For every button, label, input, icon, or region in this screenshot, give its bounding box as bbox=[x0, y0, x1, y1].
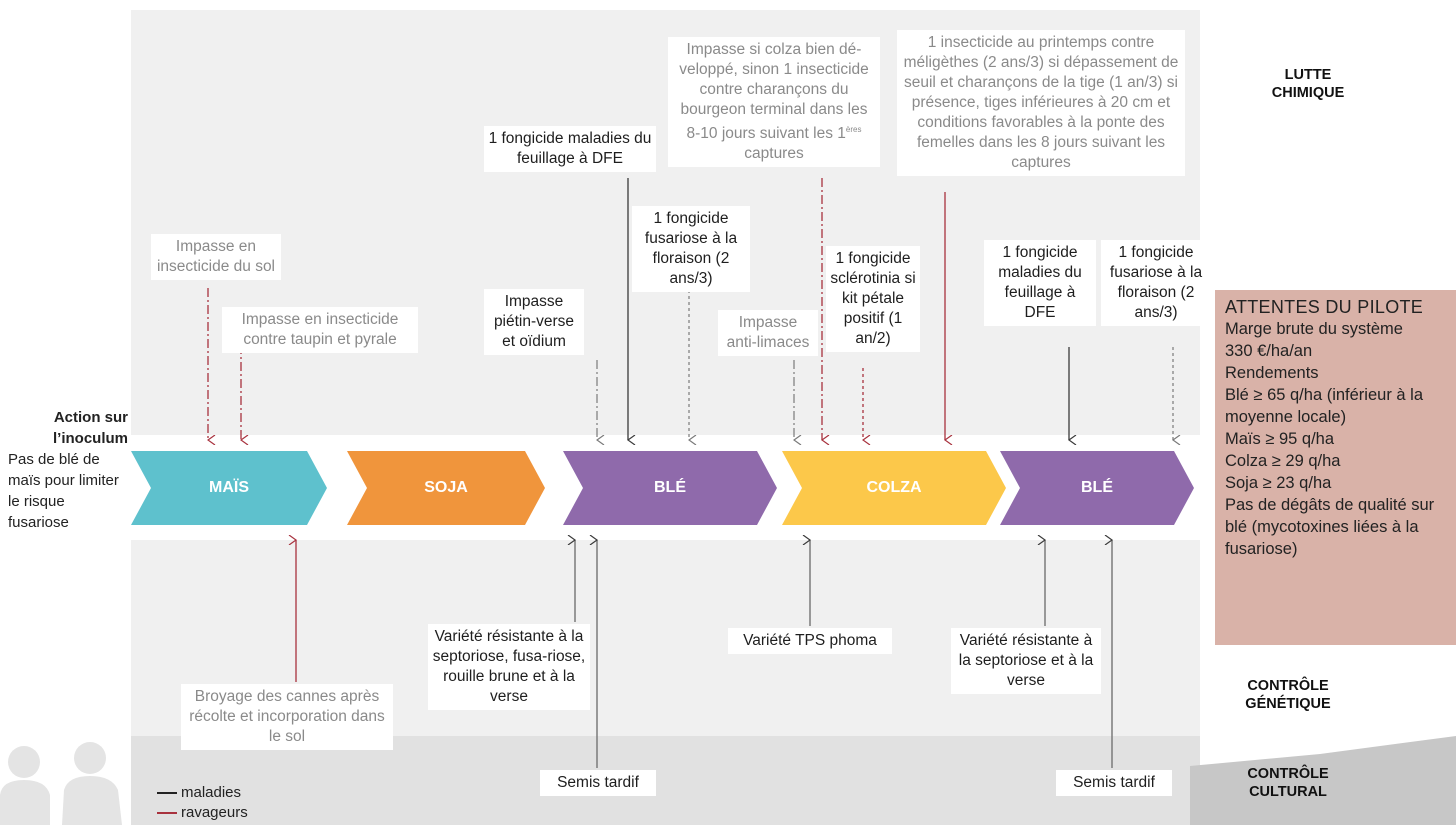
pilot-title: ATTENTES DU PILOTE bbox=[1225, 297, 1424, 317]
impasse-colza-superscript: ères bbox=[845, 125, 862, 134]
box-broyage: Broyage des cannes après récolte et inco… bbox=[181, 684, 393, 750]
label-controle-cultural: CONTRÔLE CULTURAL bbox=[1247, 766, 1329, 800]
box-fongicide-fusariose-2: 1 fongicide fusariose à la floraison (2 … bbox=[1101, 240, 1211, 326]
label-controle-genetique: CONTRÔLE GÉNÉTIQUE bbox=[1245, 678, 1331, 712]
label-lutte-chimique: LUTTE CHIMIQUE bbox=[1271, 67, 1345, 101]
corner-decoration bbox=[1190, 736, 1456, 825]
box-impasse-sol: Impasse en insecticide du sol bbox=[151, 234, 281, 280]
impasse-colza-text: Impasse si colza bien dé-veloppé, sinon … bbox=[679, 41, 869, 143]
impasse-colza-text-end: captures bbox=[744, 145, 804, 163]
crop-label: BLÉ bbox=[1081, 479, 1113, 496]
legend: maladies ravageurs bbox=[157, 783, 248, 823]
pilot-line: Rendements bbox=[1225, 364, 1319, 382]
legend-ravageurs-swatch bbox=[157, 812, 177, 814]
inoculum-note: Action sur l’inoculum Pas de blé de maïs… bbox=[8, 407, 128, 533]
pilot-line: Soja ≥ 23 q/ha bbox=[1225, 474, 1332, 492]
crop-soja: SOJA bbox=[347, 451, 545, 525]
crop-label: SOJA bbox=[424, 479, 468, 496]
box-fongicide-feuillage-1: 1 fongicide maladies du feuillage à DFE bbox=[484, 126, 656, 172]
legend-ravageurs-label: ravageurs bbox=[181, 804, 248, 821]
inoculum-text: Pas de blé de maïs pour limiter le risqu… bbox=[8, 451, 119, 531]
box-impasse-limaces: Impasse anti-limaces bbox=[718, 310, 818, 356]
pilot-line: Maïs ≥ 95 q/ha bbox=[1225, 430, 1335, 448]
box-semis-2: Semis tardif bbox=[1056, 770, 1172, 796]
box-insecticide-printemps: 1 insecticide au printemps contre méligè… bbox=[897, 30, 1185, 176]
crop-label: MAÏS bbox=[209, 479, 249, 496]
box-variete-colza: Variété TPS phoma bbox=[728, 628, 892, 654]
pilot-expectations: ATTENTES DU PILOTE Marge brute du systèm… bbox=[1215, 290, 1456, 645]
crop-colza: COLZA bbox=[782, 451, 1006, 525]
legend-ravageurs: ravageurs bbox=[157, 803, 248, 823]
box-impasse-taupin: Impasse en insecticide contre taupin et … bbox=[222, 307, 418, 353]
box-fongicide-feuillage-2: 1 fongicide maladies du feuillage à DFE bbox=[984, 240, 1096, 326]
crop-mais: MAÏS bbox=[131, 451, 327, 525]
crop-label: BLÉ bbox=[654, 479, 686, 496]
crop-ble-1: BLÉ bbox=[563, 451, 777, 525]
crop-ble-2: BLÉ bbox=[1000, 451, 1194, 525]
pilot-line: Blé ≥ 65 q/ha (inférieur à la moyenne lo… bbox=[1225, 386, 1423, 426]
legend-maladies: maladies bbox=[157, 783, 248, 803]
box-semis-1: Semis tardif bbox=[540, 770, 656, 796]
box-variete-ble-2: Variété résistante à la septoriose et à … bbox=[951, 628, 1101, 694]
legend-maladies-label: maladies bbox=[181, 784, 242, 801]
people-silhouette-icon bbox=[0, 742, 122, 825]
cultural-control-band bbox=[131, 736, 1200, 825]
box-fongicide-fusariose-1: 1 fongicide fusariose à la floraison (2 … bbox=[632, 206, 750, 292]
box-variete-ble-1: Variété résistante à la septoriose, fusa… bbox=[428, 624, 590, 710]
inoculum-title: Action sur l’inoculum bbox=[53, 409, 128, 447]
box-impasse-colza: Impasse si colza bien dé-veloppé, sinon … bbox=[668, 37, 880, 168]
crop-label: COLZA bbox=[866, 479, 922, 496]
box-impasse-pietin: Impasse piétin-verse et oïdium bbox=[484, 289, 584, 355]
pilot-line: Marge brute du système bbox=[1225, 320, 1403, 338]
box-sclerotinia: 1 fongicide sclérotinia si kit pétale po… bbox=[826, 246, 920, 352]
pilot-line: Pas de dégâts de qualité sur blé (mycoto… bbox=[1225, 496, 1435, 558]
pilot-line: 330 €/ha/an bbox=[1225, 342, 1313, 360]
pilot-line: Colza ≥ 29 q/ha bbox=[1225, 452, 1341, 470]
legend-maladies-swatch bbox=[157, 792, 177, 794]
